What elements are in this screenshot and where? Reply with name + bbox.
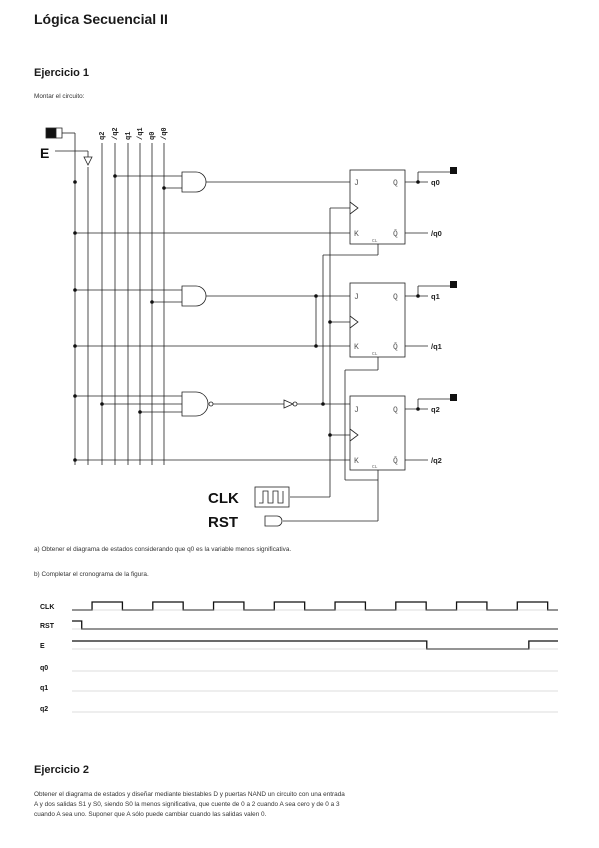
jk-flipflop-0 [349, 169, 406, 245]
exercise-2-line-2: A y dos salidas S1 y S0, siendo S0 la me… [34, 801, 340, 808]
clk-wave [72, 601, 558, 611]
clock-source [254, 486, 290, 508]
bus-label: /q0 [161, 127, 169, 140]
clk-label: CLK [208, 490, 239, 507]
exercise-2-heading: Ejercicio 2 [34, 764, 90, 776]
ff2-qbar: Q̄ [393, 457, 398, 466]
bus-label: q1 [125, 132, 133, 140]
ff0-clr: CL [372, 238, 378, 244]
exercise-1-heading: Ejercicio 1 [34, 67, 90, 79]
exercise-1-part-a: a) Obtener el diagrama de estados consid… [34, 546, 292, 553]
ff1-k: K [354, 343, 359, 352]
bus-label: q2 [99, 132, 107, 140]
exercise-2-line-3: cuando A sea uno. Suponer que A sólo pue… [34, 811, 267, 818]
ff1-clr: CL [372, 351, 378, 357]
output-label: q2 [431, 405, 440, 414]
ff0-k: K [354, 230, 359, 239]
output-label: q0 [431, 178, 440, 187]
bus-label: /q2 [112, 127, 120, 140]
jk-flipflop-1 [349, 282, 406, 358]
ff2-k: K [354, 457, 359, 466]
exercise-1-intro: Montar el circuito: [34, 93, 85, 100]
timing-signal-label: q2 [40, 706, 48, 713]
input-e-label: E [40, 145, 49, 161]
timing-signal-label: CLK [40, 604, 54, 611]
bus-label: q0 [149, 132, 157, 140]
inverter-gate [283, 399, 294, 409]
output-label: /q2 [431, 456, 442, 465]
page-title: Lógica Secuencial II [34, 11, 168, 27]
e-wave [72, 640, 558, 650]
ff1-j: J [354, 293, 359, 302]
reset-button [264, 515, 283, 527]
ff1-q: Q [393, 293, 398, 302]
jk-flipflop-2 [349, 395, 406, 471]
timing-signal-label: q0 [40, 665, 48, 672]
timing-signal-label: RST [40, 623, 55, 630]
nand-gate-3 [181, 391, 209, 417]
rst-label: RST [208, 514, 238, 531]
rst-wave [72, 620, 558, 630]
led-q1 [450, 281, 457, 288]
ff0-q: Q [393, 179, 398, 188]
ff2-j: J [354, 406, 359, 415]
input-toggle-switch [45, 127, 57, 139]
ff2-clr: CL [372, 464, 378, 470]
circuit-schematic: E q2 /q2 q1 /q1 q0 /q0 J K Q Q̄ J K Q Q̄… [40, 127, 457, 531]
ff1-qbar: Q̄ [393, 343, 398, 352]
output-label: q1 [431, 292, 440, 301]
timing-signal-label: E [40, 643, 45, 650]
led-q0 [450, 167, 457, 174]
exercise-2-line-1: Obtener el diagrama de estados y diseñar… [34, 791, 345, 798]
and-gate-2 [181, 285, 207, 307]
and-gate-1 [181, 171, 207, 193]
ff2-q: Q [393, 406, 398, 415]
led-q2 [450, 394, 457, 401]
exercise-1-part-b: b) Completar el cronograma de la figura. [34, 571, 149, 578]
ff0-j: J [354, 179, 359, 188]
output-label: /q0 [431, 229, 442, 238]
output-label: /q1 [431, 342, 442, 351]
ff0-qbar: Q̄ [393, 230, 398, 239]
timing-signal-label: q1 [40, 685, 48, 692]
bus-label: /q1 [137, 127, 145, 140]
